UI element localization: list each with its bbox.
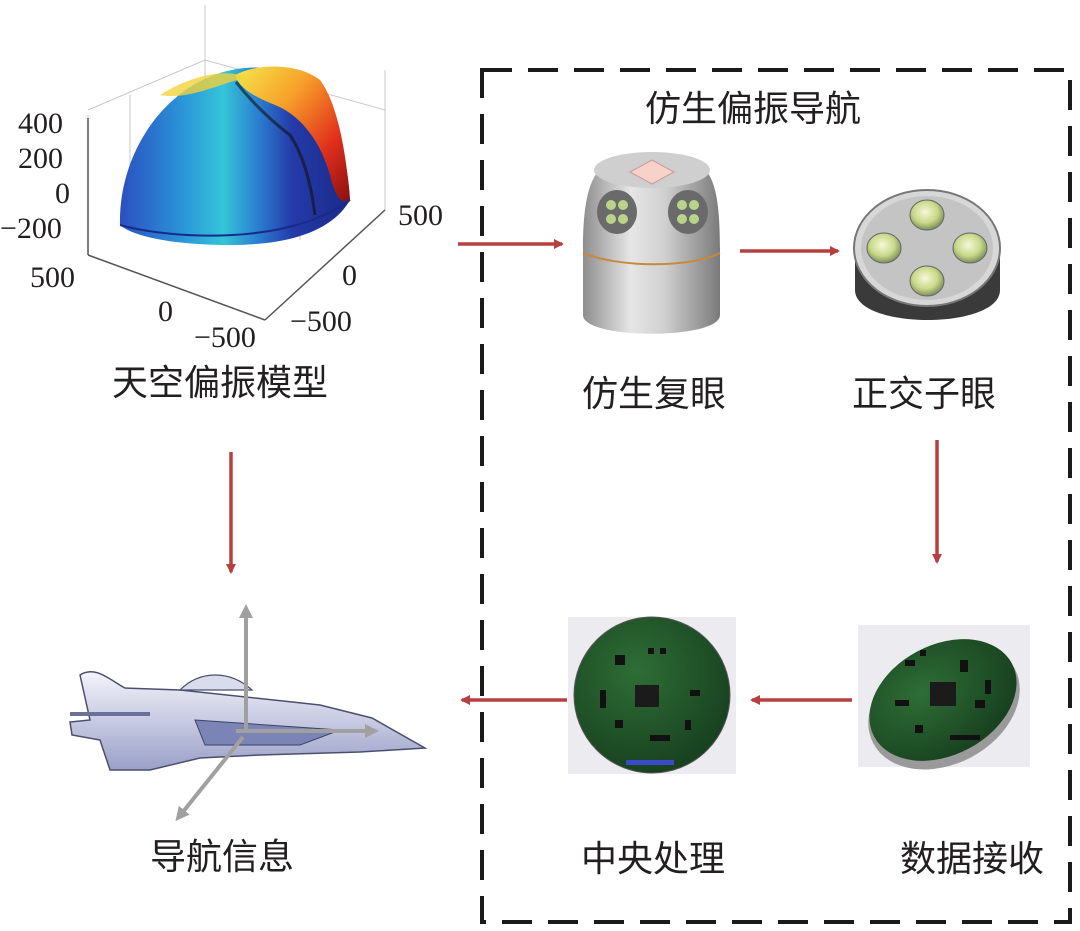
bionic-compound-eye-device: [582, 152, 721, 334]
flow-arrows: [226, 239, 942, 705]
y-tick-0: 0: [342, 259, 357, 292]
y-tick-500: 500: [398, 199, 443, 232]
x-tick-0: 0: [158, 295, 173, 328]
central-processing-pcb: [568, 616, 736, 774]
orthogonal-sub-eye-lens-array: [853, 189, 1001, 320]
x-tick-500: 500: [30, 261, 75, 294]
z-tick-0: 0: [55, 177, 70, 210]
hemisphere-plot: [87, 5, 386, 321]
coordinate-axes: [175, 604, 379, 822]
x-tick-neg500: −500: [194, 321, 256, 354]
plot-axes: [87, 118, 386, 321]
dome-hot-band: [235, 66, 350, 202]
bionic-nav-title: 仿生偏振导航: [645, 89, 862, 130]
data-receive-label: 数据接收: [900, 839, 1045, 880]
z-tick-400: 400: [18, 107, 63, 140]
nav-info-label: 导航信息: [150, 837, 295, 878]
bionic-nav-region-border: [480, 68, 1072, 924]
sky-model-label: 天空偏振模型: [112, 363, 329, 404]
z-tick-neg200: −200: [0, 212, 62, 245]
z-tick-200: 200: [18, 142, 63, 175]
data-receive-pcb: [858, 625, 1030, 770]
compound-eye-label: 仿生复眼: [582, 374, 727, 415]
y-tick-neg500: −500: [290, 305, 352, 338]
central-processing-label: 中央处理: [581, 839, 726, 880]
orthogonal-eye-label: 正交子眼: [852, 374, 997, 415]
